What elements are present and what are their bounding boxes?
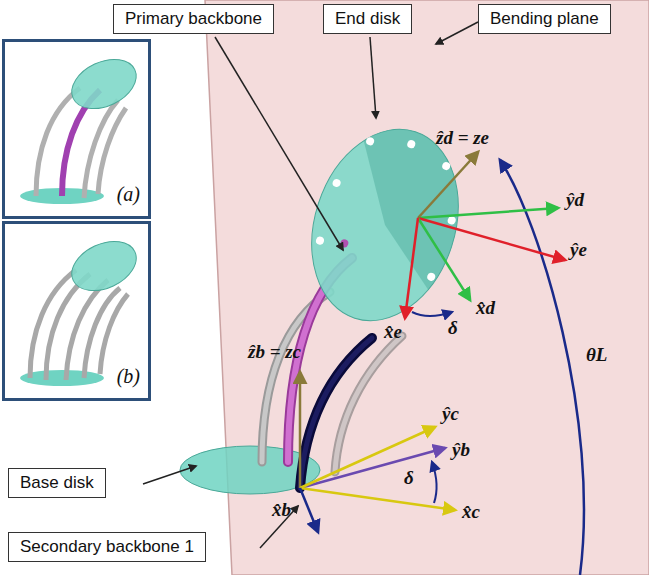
callout-text: Primary backbone (125, 9, 262, 28)
callout-box: End disk (323, 4, 412, 34)
callout-text: End disk (335, 9, 400, 28)
axis-label: x̂d (476, 298, 495, 319)
axis-label: x̂e (384, 322, 402, 343)
bending-angle-arc (500, 160, 584, 575)
axis-label: ŷc (442, 404, 459, 425)
axis-label: ẑb = zc (248, 342, 301, 363)
leader-lines (143, 22, 478, 548)
end-frame-axes (405, 152, 565, 318)
inset-b (4, 223, 149, 399)
callout-box: Bending plane (478, 4, 611, 34)
axis-label: ŷb (452, 440, 470, 461)
callout-text: Base disk (20, 473, 94, 492)
inset-panel: (a) (2, 39, 151, 219)
callout-box: Primary backbone (113, 4, 274, 34)
axis-label: ẑd = ze (436, 128, 489, 149)
angle-label: δ (404, 468, 414, 489)
inset-panel: (b) (2, 221, 151, 401)
base-frame-axes (300, 372, 455, 532)
secondary-backbone (335, 336, 402, 472)
secondary-backbone-1 (300, 338, 372, 488)
panel-label: (b) (117, 365, 140, 388)
callout-text: Secondary backbone 1 (20, 537, 194, 556)
inset-a (4, 41, 149, 217)
angle-label: δ (448, 318, 458, 339)
angle-label: θL (586, 345, 607, 366)
panel-label: (a) (117, 183, 140, 206)
axis-label: x̂c (462, 502, 480, 523)
axis-label: x̂b (272, 500, 291, 521)
callout-text: Bending plane (490, 9, 599, 28)
axis-label: ŷe (570, 240, 587, 261)
callout-box: Secondary backbone 1 (8, 532, 206, 562)
callout-box: Base disk (8, 468, 106, 498)
axis-label: ŷd (566, 190, 584, 211)
